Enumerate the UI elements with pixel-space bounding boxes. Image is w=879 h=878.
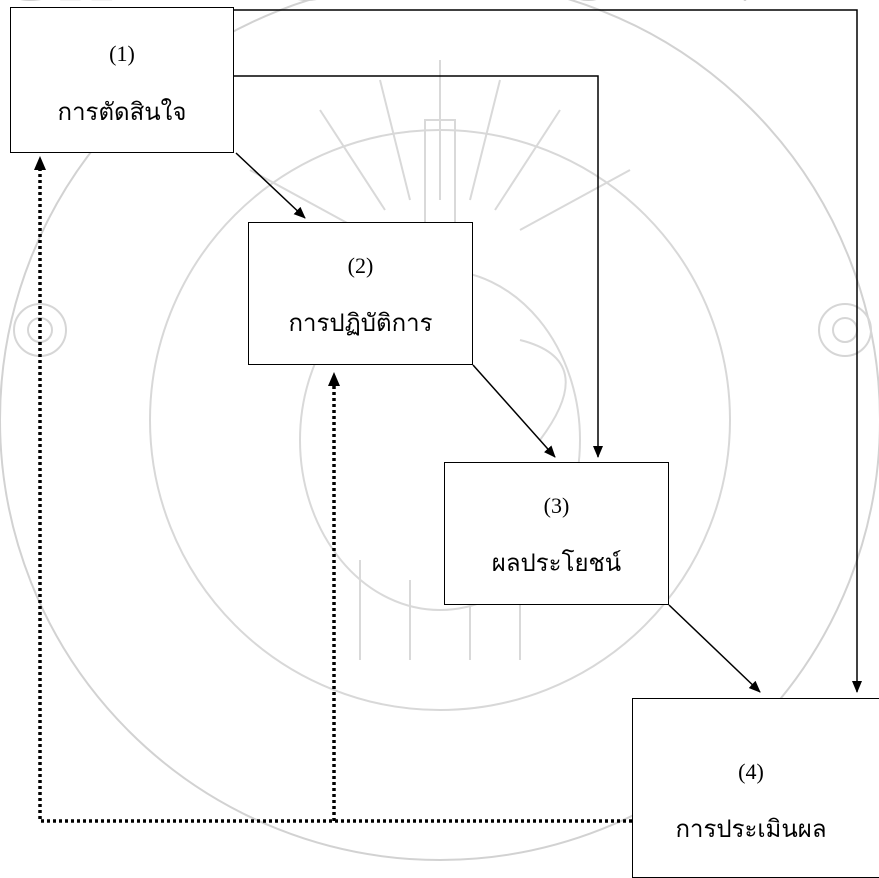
node-number: (2) — [347, 253, 374, 278]
node-label: การประเมินผล — [675, 817, 827, 843]
node-benefit: (3) ผลประโยชน์ — [444, 462, 669, 605]
edge-1-to-2 — [235, 152, 306, 219]
dotted-arrowhead-2 — [328, 372, 340, 386]
edge-4-to-1-dotted — [38, 168, 632, 823]
edge-2-to-3 — [472, 364, 556, 458]
edge-1-to-4 — [234, 9, 862, 693]
node-evaluation: (4) การประเมินผล — [632, 698, 879, 878]
node-label: การตัดสินใจ — [57, 100, 187, 126]
node-decision: (1) การตัดสินใจ — [10, 7, 234, 153]
node-number: (3) — [543, 493, 570, 518]
node-label: การปฏิบัติการ — [288, 311, 433, 337]
node-number: (1) — [109, 41, 135, 66]
node-operation: (2) การปฏิบัติการ — [248, 222, 473, 365]
edge-3-to-4 — [668, 604, 761, 693]
edge-1-to-3 — [234, 75, 603, 458]
dotted-arrowhead-1 — [34, 156, 46, 170]
node-number: (4) — [738, 759, 764, 784]
node-label: ผลประโยชน์ — [491, 551, 622, 577]
